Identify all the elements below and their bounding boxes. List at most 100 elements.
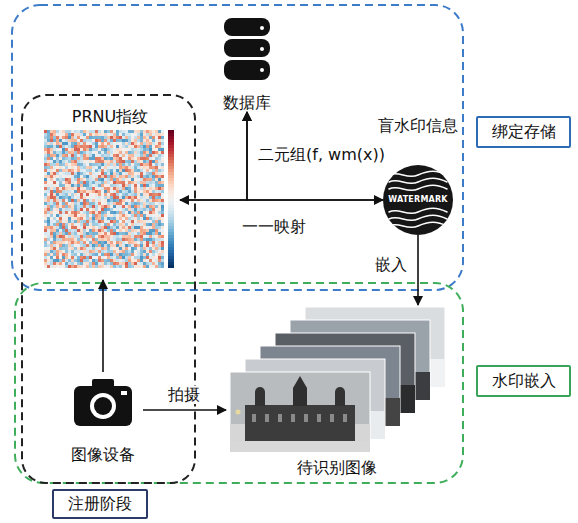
heatmap-cell	[131, 250, 134, 253]
heatmap-cell	[47, 202, 50, 205]
heatmap-cell	[128, 190, 131, 193]
heatmap-cell	[134, 229, 137, 232]
heatmap-cell	[65, 172, 68, 175]
heatmap-cell	[146, 133, 149, 136]
heatmap-cell	[107, 262, 110, 265]
heatmap-cell	[134, 160, 137, 163]
database-dot	[260, 26, 264, 30]
heatmap-cell	[104, 262, 107, 265]
heatmap-cell	[77, 259, 80, 262]
heatmap-cell	[59, 148, 62, 151]
heatmap-cell	[113, 190, 116, 193]
heatmap-cell	[122, 154, 125, 157]
heatmap-cell	[95, 229, 98, 232]
heatmap-cell	[116, 262, 119, 265]
heatmap-cell	[149, 265, 152, 268]
heatmap-cell	[110, 265, 113, 268]
heatmap-cell	[47, 184, 50, 187]
heatmap-cell	[101, 244, 104, 247]
heatmap-cell	[77, 229, 80, 232]
heatmap-cell	[59, 130, 62, 133]
heatmap-cell	[128, 181, 131, 184]
heatmap-cell	[119, 139, 122, 142]
heatmap-cell	[146, 229, 149, 232]
heatmap-cell	[71, 211, 74, 214]
heatmap-cell	[122, 178, 125, 181]
heatmap-cell	[44, 175, 47, 178]
heatmap-cell	[59, 220, 62, 223]
heatmap-cell	[77, 223, 80, 226]
heatmap-cell	[83, 211, 86, 214]
heatmap-cell	[149, 151, 152, 154]
heatmap-cell	[59, 133, 62, 136]
heatmap-cell	[95, 133, 98, 136]
heatmap-cell	[161, 184, 164, 187]
heatmap-cell	[68, 154, 71, 157]
heatmap-cell	[101, 172, 104, 175]
heatmap-cell	[140, 133, 143, 136]
heatmap-cell	[131, 214, 134, 217]
camera-lens	[94, 397, 112, 415]
heatmap-cell	[80, 214, 83, 217]
heatmap-cell	[152, 172, 155, 175]
heatmap-cell	[53, 181, 56, 184]
heatmap-cell	[86, 235, 89, 238]
heatmap-cell	[110, 250, 113, 253]
heatmap-cell	[152, 229, 155, 232]
edge-label: 嵌入	[373, 256, 409, 274]
heatmap-cell	[107, 253, 110, 256]
heatmap-cell	[77, 238, 80, 241]
heatmap-cell	[113, 238, 116, 241]
heatmap-cell	[104, 223, 107, 226]
heatmap-cell	[155, 226, 158, 229]
heatmap-cell	[131, 259, 134, 262]
heatmap-cell	[101, 241, 104, 244]
heatmap-cell	[104, 187, 107, 190]
heatmap-cell	[98, 214, 101, 217]
edge-label: 二元组(f, wm(x))	[256, 146, 387, 164]
heatmap-cell	[152, 163, 155, 166]
heatmap-cell	[68, 232, 71, 235]
heatmap-cell	[158, 148, 161, 151]
heatmap-cell	[101, 259, 104, 262]
heatmap-cell	[137, 217, 140, 220]
heatmap-cell	[152, 199, 155, 202]
heatmap-cell	[122, 247, 125, 250]
heatmap-cell	[44, 136, 47, 139]
heatmap-cell	[74, 247, 77, 250]
heatmap-cell	[53, 136, 56, 139]
heatmap-cell	[146, 208, 149, 211]
heatmap-cell	[110, 190, 113, 193]
colorbar-cell	[168, 199, 174, 202]
colorbar-cell	[168, 139, 174, 142]
heatmap-cell	[95, 208, 98, 211]
heatmap-cell	[161, 256, 164, 259]
heatmap-cell	[131, 169, 134, 172]
heatmap-cell	[113, 202, 116, 205]
heatmap-cell	[92, 232, 95, 235]
heatmap-cell	[116, 256, 119, 259]
heatmap-cell	[134, 169, 137, 172]
heatmap-cell	[101, 151, 104, 154]
heatmap-cell	[119, 235, 122, 238]
heatmap-cell	[98, 139, 101, 142]
heatmap-cell	[161, 232, 164, 235]
heatmap-cell	[110, 187, 113, 190]
heatmap-cell	[53, 187, 56, 190]
heatmap-cell	[110, 217, 113, 220]
heatmap-cell	[62, 148, 65, 151]
heatmap-cell	[101, 133, 104, 136]
heatmap-cell	[98, 241, 101, 244]
heatmap-cell	[146, 178, 149, 181]
heatmap-cell	[125, 151, 128, 154]
heatmap-cell	[116, 247, 119, 250]
heatmap-cell	[116, 151, 119, 154]
heatmap-cell	[44, 181, 47, 184]
heatmap-cell	[131, 265, 134, 268]
heatmap-cell	[83, 130, 86, 133]
heatmap-cell	[155, 166, 158, 169]
heatmap-cell	[86, 265, 89, 268]
heatmap-cell	[152, 187, 155, 190]
heatmap-cell	[125, 253, 128, 256]
heatmap-cell	[101, 148, 104, 151]
